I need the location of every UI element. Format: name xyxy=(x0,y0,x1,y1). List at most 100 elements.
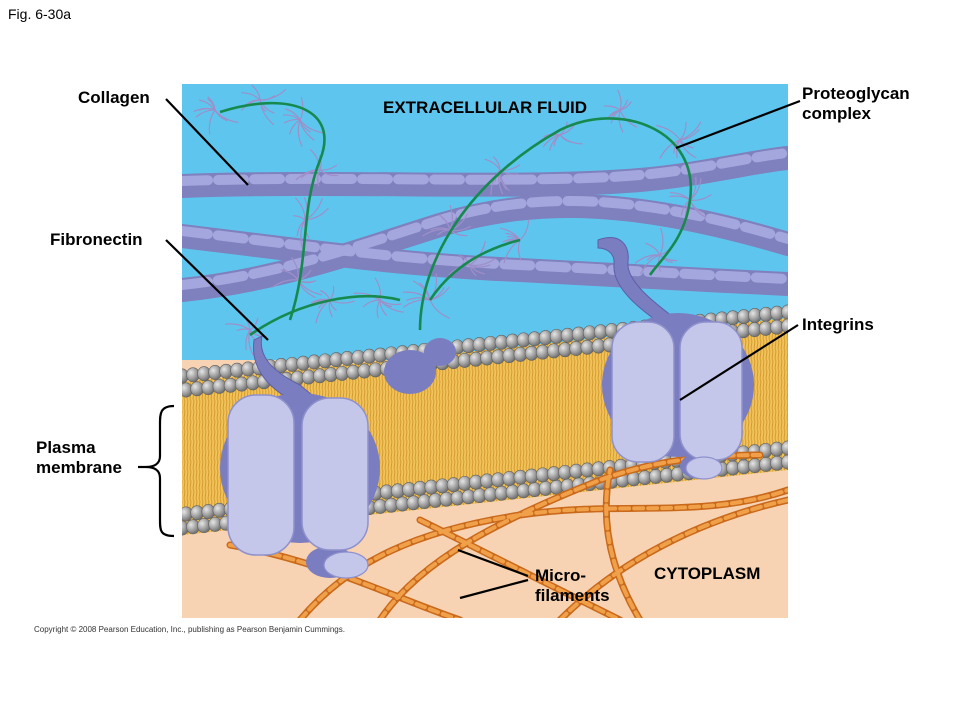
proteoglycan-bristle xyxy=(198,107,216,111)
proteoglycan-bristle xyxy=(459,255,471,266)
proteoglycan-bristle xyxy=(429,299,450,319)
proteoglycan-bristle xyxy=(640,254,661,275)
cytoplasm-label: CYTOPLASM xyxy=(654,564,761,583)
proteoglycan-bristle xyxy=(284,108,301,121)
proteoglycan-bristle xyxy=(245,329,251,351)
proteoglycan-bristle xyxy=(310,149,321,171)
copyright-notice: Copyright © 2008 Pearson Education, Inc.… xyxy=(34,625,345,634)
proteoglycan-bristle xyxy=(362,299,381,308)
proteoglycan-bristle xyxy=(618,109,624,133)
microfilaments-label-line1: Micro- xyxy=(535,566,586,585)
plasma-membrane-label-line1: Plasma xyxy=(36,438,96,457)
proteoglycan-bristle xyxy=(659,139,681,159)
collagen-label: Collagen xyxy=(78,88,150,107)
proteoglycan-bristle xyxy=(669,195,691,201)
proteoglycan-bristle xyxy=(207,96,216,111)
proteoglycan-bristle xyxy=(291,257,299,281)
proteoglycan-bristle xyxy=(441,217,451,231)
proteoglycan-bristle xyxy=(319,169,339,177)
microfilaments-label: Micro- filaments xyxy=(535,566,610,606)
proteoglycan-bristle xyxy=(198,99,216,111)
proteoglycan-bristle xyxy=(519,219,530,241)
proteoglycan-bristle xyxy=(406,297,431,301)
proteoglycan-bristle xyxy=(300,219,306,248)
proteoglycan-bristle xyxy=(301,169,321,177)
proteoglycan-bristle xyxy=(679,128,700,141)
lipid-head xyxy=(781,454,788,470)
proteoglycan-bristle xyxy=(288,119,301,135)
proteoglycan-bristle xyxy=(553,134,561,147)
proteoglycan-bristle xyxy=(280,269,299,281)
fibronectin-knob xyxy=(384,338,456,394)
integrins-label: Integrins xyxy=(802,315,874,334)
proteoglycan-bristle xyxy=(379,299,388,317)
plasma-membrane-label-line2: membrane xyxy=(36,458,122,477)
proteoglycan-bristle xyxy=(374,277,382,301)
proteoglycan-bristle xyxy=(490,169,501,196)
proteoglycan-bristle xyxy=(603,105,621,111)
proteoglycan-bristle xyxy=(259,95,275,101)
proteoglycan-bristle xyxy=(299,119,325,134)
proteoglycan-bristle xyxy=(376,299,381,319)
proteoglycan-bristle xyxy=(422,228,451,237)
collagen-leader xyxy=(165,98,249,186)
proteoglycan-bristle xyxy=(469,258,496,266)
proteoglycan-bristle xyxy=(297,119,303,147)
proteoglycan-bristle xyxy=(412,280,431,301)
integrin-left xyxy=(220,393,380,579)
plasma-membrane-bracket xyxy=(145,404,175,538)
proteoglycan-bristle xyxy=(214,109,239,123)
proteoglycan-bristle xyxy=(679,121,687,141)
proteoglycan-bristle xyxy=(248,329,254,356)
proteoglycan-bristle xyxy=(249,317,259,331)
microfilaments-label-line2: filaments xyxy=(535,586,610,605)
proteoglycan-bristle xyxy=(299,119,311,133)
proteoglycan-bristle xyxy=(517,239,522,261)
leader-lines xyxy=(138,98,801,600)
proteoglycan-bristle xyxy=(241,92,261,101)
proteoglycan-bristle xyxy=(500,227,521,241)
fibronectin-leader xyxy=(165,239,269,341)
lipid-head xyxy=(781,304,788,320)
proteoglycan-bristle xyxy=(283,118,301,124)
proteoglycan-bristle xyxy=(317,169,321,187)
proteoglycan-complex-label: Proteoglycan complex xyxy=(802,84,910,124)
extracellular-fluid-label: EXTRACELLULAR FLUID xyxy=(383,98,587,117)
diagram-panel xyxy=(182,84,788,618)
proteoglycan-bristle xyxy=(610,109,621,124)
proteoglycan-bristle xyxy=(679,139,697,159)
proteoglycan-bristle xyxy=(319,164,338,171)
proteoglycan-bristle xyxy=(295,197,306,221)
integrin-right xyxy=(602,313,754,480)
proteoglycan-bristle xyxy=(319,290,331,301)
plasma-membrane-label: Plasma membrane xyxy=(36,438,122,478)
proteoglycan-bristle xyxy=(645,242,661,256)
proteoglycan-bristle xyxy=(469,264,485,275)
proteoglycan-bristle xyxy=(259,99,274,125)
proteoglycan-bristle xyxy=(619,99,628,111)
proteoglycan-bristle xyxy=(236,328,251,332)
integrins-leader xyxy=(679,324,799,401)
proteoglycan-leader xyxy=(675,99,801,150)
lipid-head xyxy=(781,318,788,334)
proteoglycan-bristle xyxy=(469,264,477,277)
proteoglycan-bristle xyxy=(656,124,681,141)
proteoglycan-bristle xyxy=(689,194,712,201)
proteoglycan-bristle xyxy=(292,215,306,221)
proteoglycan-complex xyxy=(193,84,712,356)
lipid-head xyxy=(781,440,788,456)
proteoglycan-bristle xyxy=(646,254,661,261)
proteoglycan-bristle xyxy=(379,299,402,306)
proteoglycan-bristle xyxy=(251,84,261,101)
microfilaments-leader-upper xyxy=(457,548,529,578)
proteoglycan-label-line1: Proteoglycan xyxy=(802,84,910,103)
proteoglycan-bristle xyxy=(659,227,664,256)
proteoglycan-bristle xyxy=(484,158,501,171)
collagen-fibers xyxy=(182,146,788,302)
proteoglycan-bristle xyxy=(659,254,678,262)
proteoglycan-bristle xyxy=(449,204,454,231)
proteoglycan-bristle xyxy=(272,279,299,288)
proteoglycan-bristle xyxy=(402,291,431,301)
figure-label: Fig. 6-30a xyxy=(8,6,72,22)
proteoglycan-bristle xyxy=(617,89,622,111)
